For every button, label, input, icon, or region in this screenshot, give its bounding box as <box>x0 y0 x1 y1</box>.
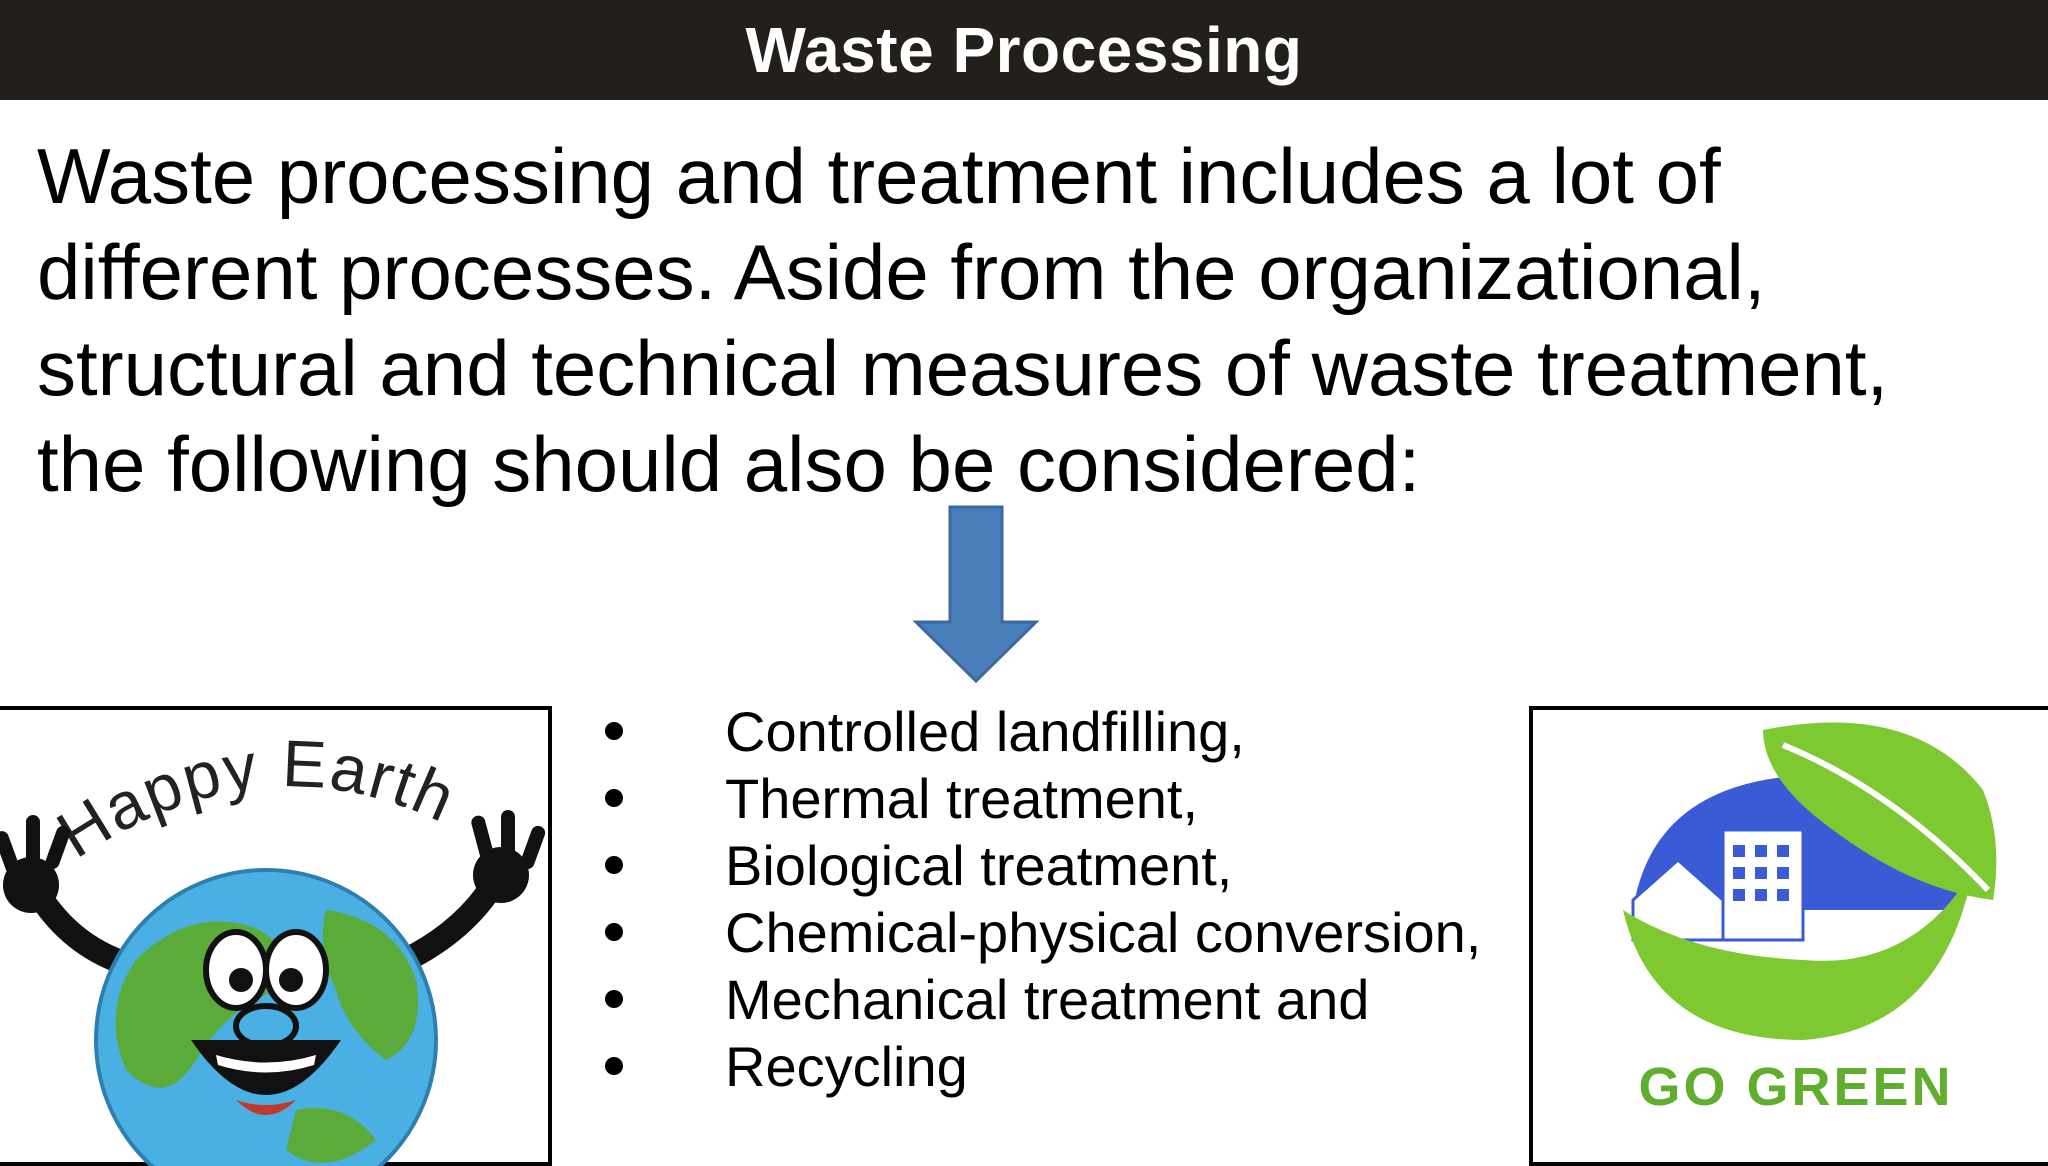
down-arrow-icon <box>912 505 1040 684</box>
happy-earth-image: Happy Earth <box>0 706 552 1166</box>
bullet-icon <box>605 923 623 941</box>
svg-text:Happy Earth: Happy Earth <box>44 726 467 872</box>
list-item: Recycling <box>605 1033 1481 1100</box>
bullet-icon <box>605 789 623 807</box>
go-green-image: GO GREEN <box>1529 706 2048 1166</box>
list-item: Mechanical treatment and <box>605 966 1481 1033</box>
happy-earth-caption: Happy Earth <box>44 726 465 872</box>
go-green-logo-icon: GO GREEN <box>1623 722 1997 1117</box>
title-bar: Waste Processing <box>0 0 2048 100</box>
happy-earth-icon: Happy Earth <box>0 726 546 1166</box>
list-item: Biological treatment, <box>605 832 1481 899</box>
list-item: Thermal treatment, <box>605 765 1481 832</box>
slide-title: Waste Processing <box>745 14 1303 86</box>
bullet-icon <box>605 856 623 874</box>
bullet-list: Controlled landfilling, Thermal treatmen… <box>605 698 1481 1100</box>
intro-text: Waste processing and treatment includes … <box>37 132 1889 508</box>
list-item: Controlled landfilling, <box>605 698 1481 765</box>
bullet-icon <box>605 722 623 740</box>
bullet-icon <box>605 1057 623 1075</box>
list-item: Chemical-physical conversion, <box>605 899 1481 966</box>
go-green-caption: GO GREEN <box>1638 1057 1953 1117</box>
bullet-icon <box>605 990 623 1008</box>
